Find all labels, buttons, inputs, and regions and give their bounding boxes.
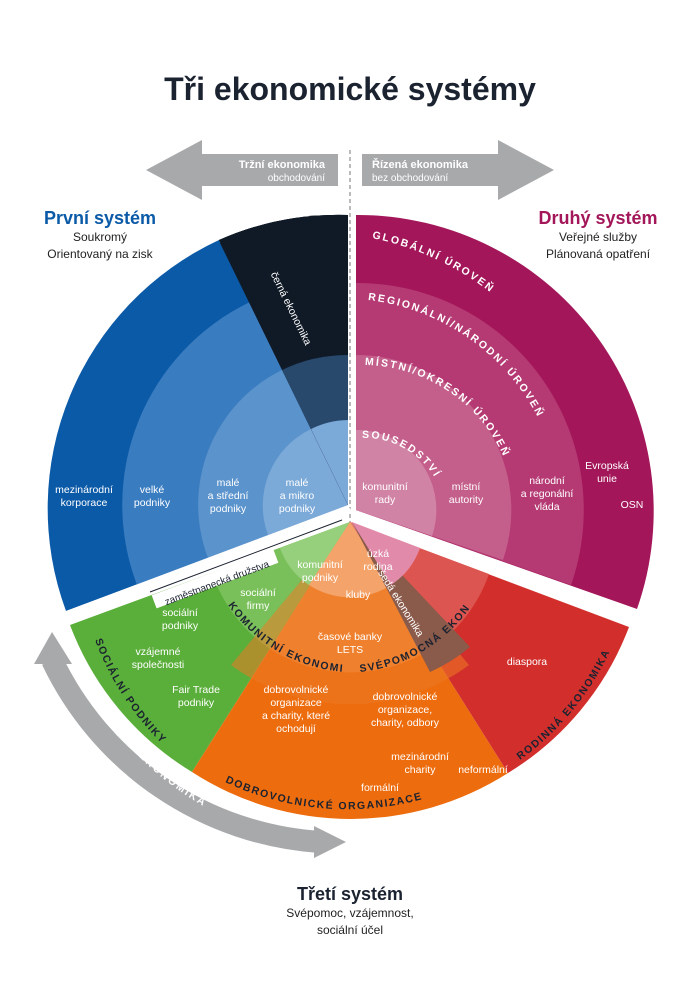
first-system-line1: Soukromý: [73, 230, 127, 244]
label-voluntary-b-2: organizace,: [378, 704, 432, 716]
social-economy-arrowhead-bottom: [314, 826, 346, 858]
second-system-line2: Plánovaná opatření: [546, 247, 651, 261]
trading-label: obchodování: [268, 173, 325, 184]
magenta-ring-4: [356, 429, 437, 536]
third-system-title: Třetí systém: [297, 884, 403, 904]
left-arrow-shape: [146, 140, 338, 200]
second-system-sector: GLOBÁLNÍ ÚROVEŇ REGIONÁLNÍ/NÁRODNÍ ÚROVE…: [356, 214, 654, 609]
label-formal: formální: [361, 782, 399, 794]
social-economy-arrowhead-top: [34, 632, 72, 664]
orange-inner: [309, 522, 391, 598]
label-national-gov-1: národní: [529, 475, 565, 487]
label-large-2: podniky: [134, 497, 171, 509]
employee-coops-divider: [66, 505, 352, 622]
label-mutuals-2: společnosti: [132, 659, 185, 671]
label-informal: neformální: [458, 764, 508, 776]
label-mutuals-1: vzájemné: [136, 646, 181, 658]
label-national-gov-2: a regonální: [521, 488, 574, 500]
third-system-line2: sociální účel: [317, 923, 383, 937]
label-voluntary-b-3: charity, odbory: [371, 717, 440, 729]
label-community-councils-1: komunitní: [362, 481, 408, 493]
label-eu-1: Evropská: [585, 460, 629, 472]
planned-economy-arrow: Řízená ekonomika bez obchodování: [362, 140, 554, 200]
black-wedge-inner2: [311, 420, 348, 505]
label-time-banks-1: časové banky: [318, 631, 383, 643]
green-inner: [280, 522, 350, 585]
label-voluntary-a-2: organizace: [270, 697, 322, 709]
label-community-councils-2: rady: [375, 494, 396, 506]
label-community-business-2: podniky: [302, 572, 339, 584]
page-title: Tři ekonomické systémy: [164, 71, 536, 107]
first-system-line2: Orientovaný na zisk: [47, 247, 153, 261]
label-diaspora: diaspora: [507, 656, 547, 668]
third-system-line1: Svépomoc, vzájemnost,: [286, 906, 413, 920]
label-national-gov-3: vláda: [534, 501, 559, 513]
planned-economy-label: Řízená ekonomika: [372, 158, 469, 171]
label-voluntary-a-1: dobrovolnické: [264, 684, 329, 696]
label-sme-1: malé: [217, 477, 240, 489]
label-large-1: velké: [140, 484, 165, 496]
label-social-firms-2: firmy: [247, 600, 270, 612]
label-social-firms-1: sociální: [240, 587, 276, 599]
second-system-title: Druhý systém: [538, 208, 657, 228]
label-voluntary-a-4: ochodují: [276, 723, 316, 735]
label-fair-trade-1: Fair Trade: [172, 684, 220, 696]
right-arrow-shape: [362, 140, 554, 200]
label-time-banks-2: LETS: [337, 644, 363, 656]
second-system-line1: Veřejné služby: [559, 230, 637, 244]
label-local-authorities-2: autority: [449, 494, 484, 506]
label-mnc-2: korporace: [61, 497, 108, 509]
label-fair-trade-2: podniky: [178, 697, 215, 709]
label-intl-charity-2: charity: [405, 764, 437, 776]
label-social-enterprises-1: sociální: [162, 607, 198, 619]
label-micro-2: a mikro: [280, 490, 315, 502]
employee-coops-label-bg: [151, 549, 279, 609]
label-voluntary-b-1: dobrovolnické: [373, 691, 438, 703]
label-voluntary-a-3: a charity, které: [262, 710, 330, 722]
label-micro-3: podniky: [279, 503, 316, 515]
blue-inner-4: [262, 429, 348, 535]
label-un: OSN: [621, 499, 644, 511]
label-clubs: kluby: [346, 589, 371, 601]
first-system-title: První systém: [44, 208, 156, 228]
social-economy-arrow-body: [42, 655, 321, 853]
label-small-family-1: úzká: [367, 548, 389, 560]
label-intl-charity-1: mezinárodní: [391, 751, 449, 763]
market-economy-label: Tržní ekonomika: [239, 159, 326, 171]
market-economy-arrow: Tržní ekonomika obchodování: [146, 140, 338, 200]
label-micro-1: malé: [286, 477, 309, 489]
label-small-family-2: rodina: [363, 561, 392, 573]
no-trading-label: bez obchodování: [372, 173, 448, 184]
label-sme-3: podniky: [210, 503, 247, 515]
label-local-authorities-1: místní: [452, 481, 481, 493]
label-social-enterprises-2: podniky: [162, 620, 199, 632]
label-sme-2: a střední: [208, 490, 249, 502]
label-mnc-1: mezinárodní: [55, 484, 113, 496]
orange-mid2: [231, 522, 469, 705]
small-family-wedge: [352, 522, 420, 585]
label-community-business-1: komunitní: [297, 559, 343, 571]
employee-coops-line: [149, 519, 343, 593]
label-eu-2: unie: [597, 473, 617, 485]
